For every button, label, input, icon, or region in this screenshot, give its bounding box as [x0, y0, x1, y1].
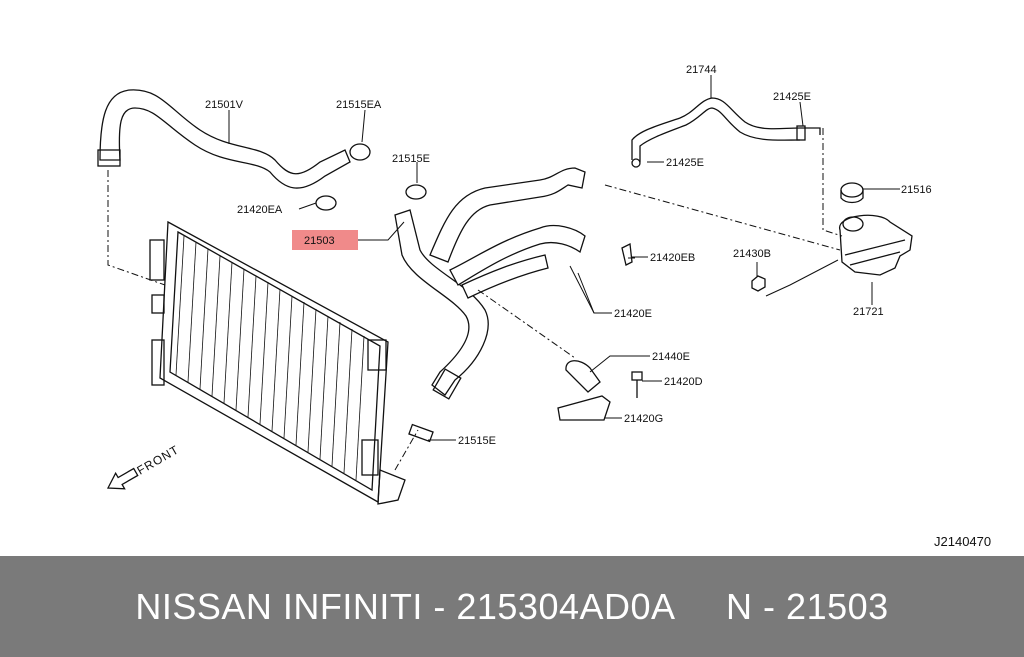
label-21425E-top: 21425E: [773, 91, 811, 103]
drawing-code: J2140470: [934, 534, 991, 549]
clip-21420EB: [621, 243, 633, 266]
radiator: [149, 220, 406, 505]
clamp-21515EA: [349, 143, 371, 161]
label-21420D: 21420D: [664, 376, 703, 388]
label-21425E-mid: 21425E: [666, 157, 704, 169]
leader-lines: [228, 75, 900, 441]
label-21420EA: 21420EA: [237, 204, 283, 216]
reservoir-tank-21721: [839, 214, 913, 276]
clamp-21420EA: [315, 195, 337, 211]
label-21721: 21721: [853, 306, 884, 318]
front-arrow: [106, 467, 139, 490]
clamp-21515E-bottom: [408, 423, 434, 443]
label-21440E: 21440E: [652, 351, 690, 363]
clamp-21515E-top: [405, 184, 427, 200]
overflow-hose-21744: [631, 97, 821, 168]
dashed-connection-lines: [107, 128, 843, 471]
cap-21516: [840, 182, 864, 204]
label-21430B: 21430B: [733, 248, 771, 260]
upper-hose-21501V: [97, 89, 351, 189]
label-21420G: 21420G: [624, 413, 663, 425]
bracket-21420G: [557, 360, 611, 421]
label-21744: 21744: [686, 64, 717, 76]
label-21515EA: 21515EA: [336, 99, 382, 111]
label-21420EB: 21420EB: [650, 252, 695, 264]
nut-21430B: [751, 275, 766, 292]
label-21501V: 21501V: [205, 99, 244, 111]
label-21420E: 21420E: [614, 308, 652, 320]
caption-text: NISSAN INFINITI - 215304AD0A N - 21503: [135, 585, 889, 627]
bolt-21420D: [631, 371, 643, 398]
parts-diagram: FRONT 21501V 21515EA 21515E 21420EA 2150…: [97, 64, 991, 549]
caption-bar: NISSAN INFINITI - 215304AD0A N - 21503: [0, 556, 1024, 657]
label-21516: 21516: [901, 184, 932, 196]
heater-hoses: [429, 167, 586, 299]
highlight-21503: [292, 230, 358, 250]
label-21503: 21503: [304, 235, 335, 247]
label-21515E-top: 21515E: [392, 153, 430, 165]
label-21515E-bottom: 21515E: [458, 435, 496, 447]
front-label: FRONT: [135, 442, 182, 477]
